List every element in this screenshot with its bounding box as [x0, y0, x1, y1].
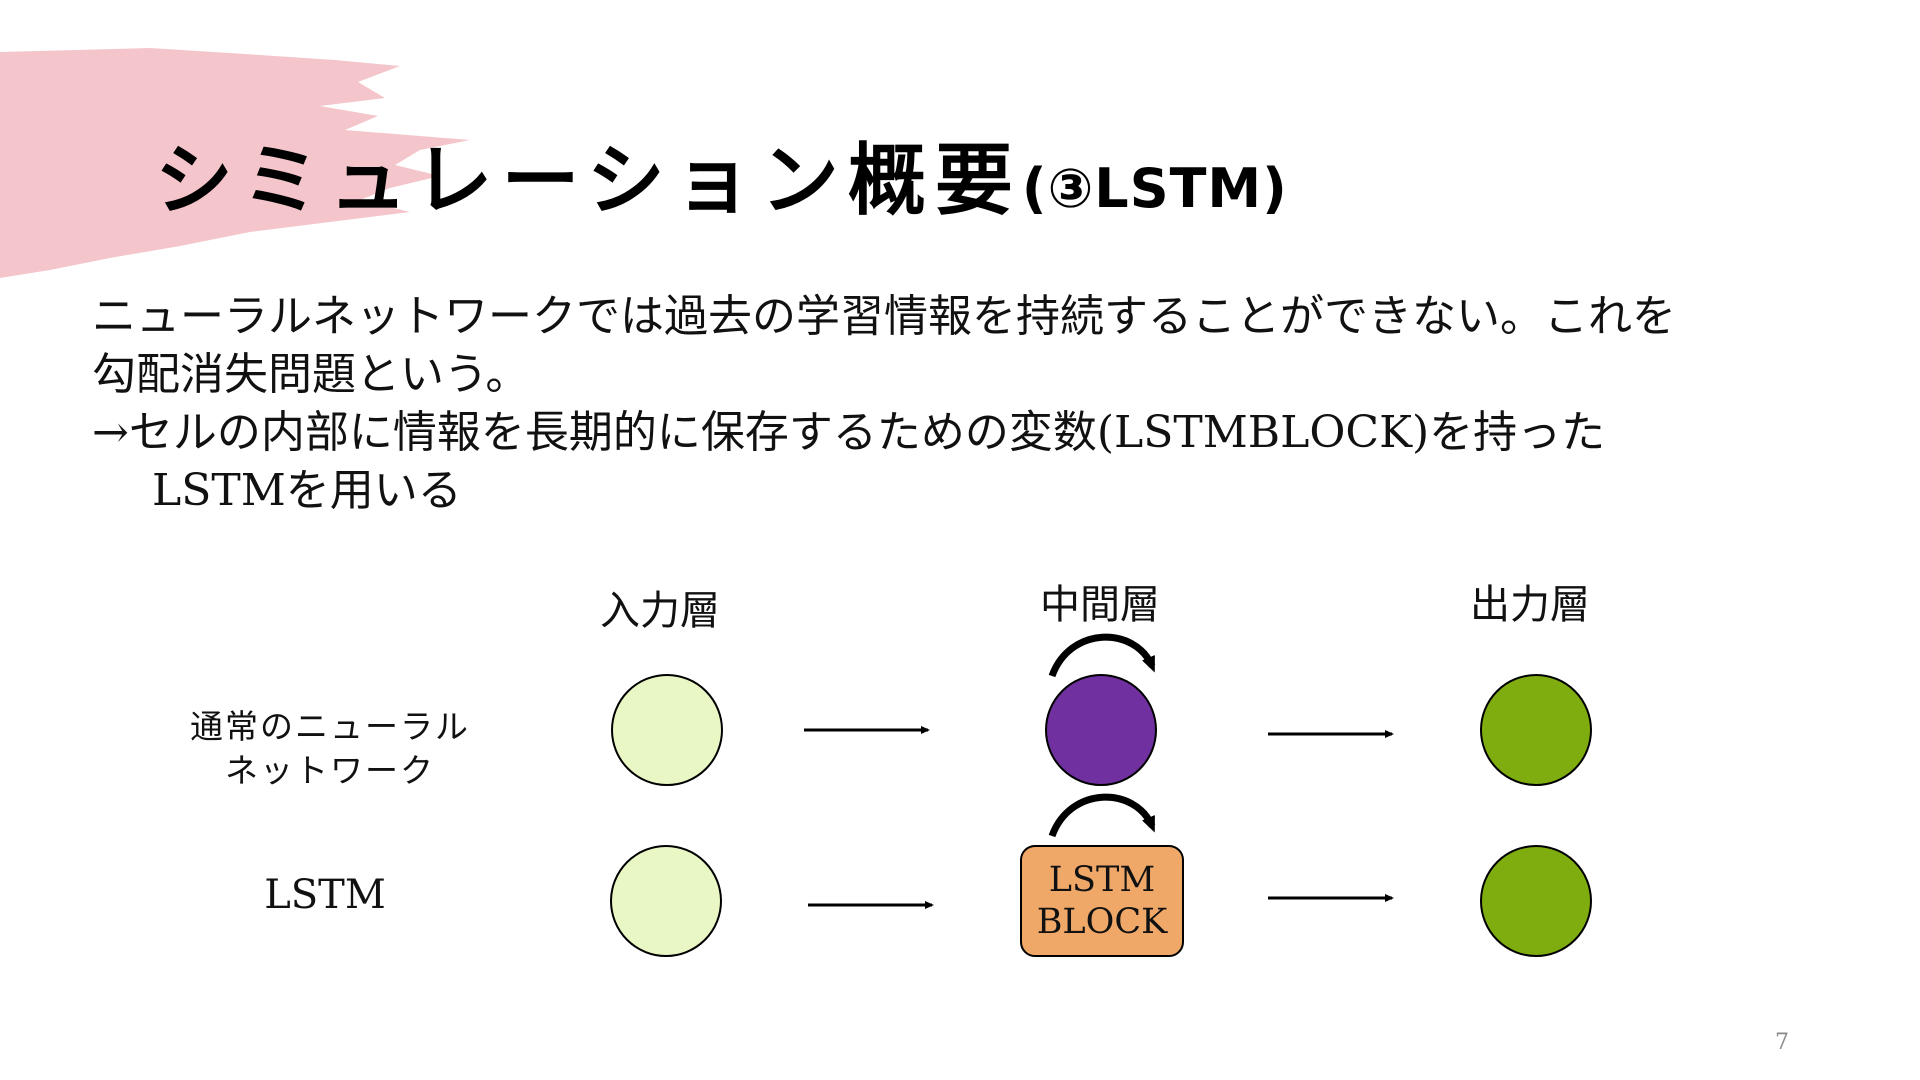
normal-nn-label-line1: 通常のニューラル: [190, 707, 470, 746]
lstm-block-label: LSTM BLOCK: [1022, 848, 1182, 954]
normal-nn-row-label: 通常のニューラル ネットワーク: [150, 705, 510, 793]
body-line-4: LSTMを用いる: [152, 465, 462, 516]
normal-nn-label-line2: ネットワーク: [225, 751, 435, 790]
lstm-block-box: [1020, 845, 1184, 957]
recurrent-arrow-normal: [1048, 633, 1156, 678]
input-layer-label: 入力層: [600, 588, 720, 634]
recurrent-arrow-lstm: [1048, 793, 1156, 838]
lstm-block-label-line1: LSTM: [1048, 860, 1156, 900]
hidden-layer-label: 中間層: [1040, 582, 1160, 628]
brush-stroke-decoration: [0, 48, 470, 278]
output-layer-label: 出力層: [1470, 582, 1590, 628]
output-node-lstm: [1480, 845, 1592, 957]
hidden-node-normal: [1045, 674, 1157, 786]
page-number: 7: [1775, 1030, 1789, 1055]
body-text: ニューラルネットワークでは過去の学習情報を持続することができない。これを 勾配消…: [92, 288, 1882, 520]
body-line-3: →セルの内部に情報を長期的に保存するための変数(LSTMBLOCK)を持った: [92, 407, 1606, 458]
lstm-block-label-line2: BLOCK: [1036, 902, 1168, 942]
input-node-lstm: [610, 845, 722, 957]
body-line-1: ニューラルネットワークでは過去の学習情報を持続することができない。これを: [92, 291, 1676, 342]
lstm-row-label: LSTM: [264, 872, 386, 918]
output-node-normal: [1480, 674, 1592, 786]
input-node-normal: [611, 674, 723, 786]
title-main: シミュレーション概要: [155, 136, 1022, 226]
body-line-2: 勾配消失問題という。: [92, 349, 530, 400]
title-subtitle: (③LSTM): [1021, 157, 1288, 220]
page-title: シミュレーション概要(③LSTM): [155, 118, 1288, 230]
